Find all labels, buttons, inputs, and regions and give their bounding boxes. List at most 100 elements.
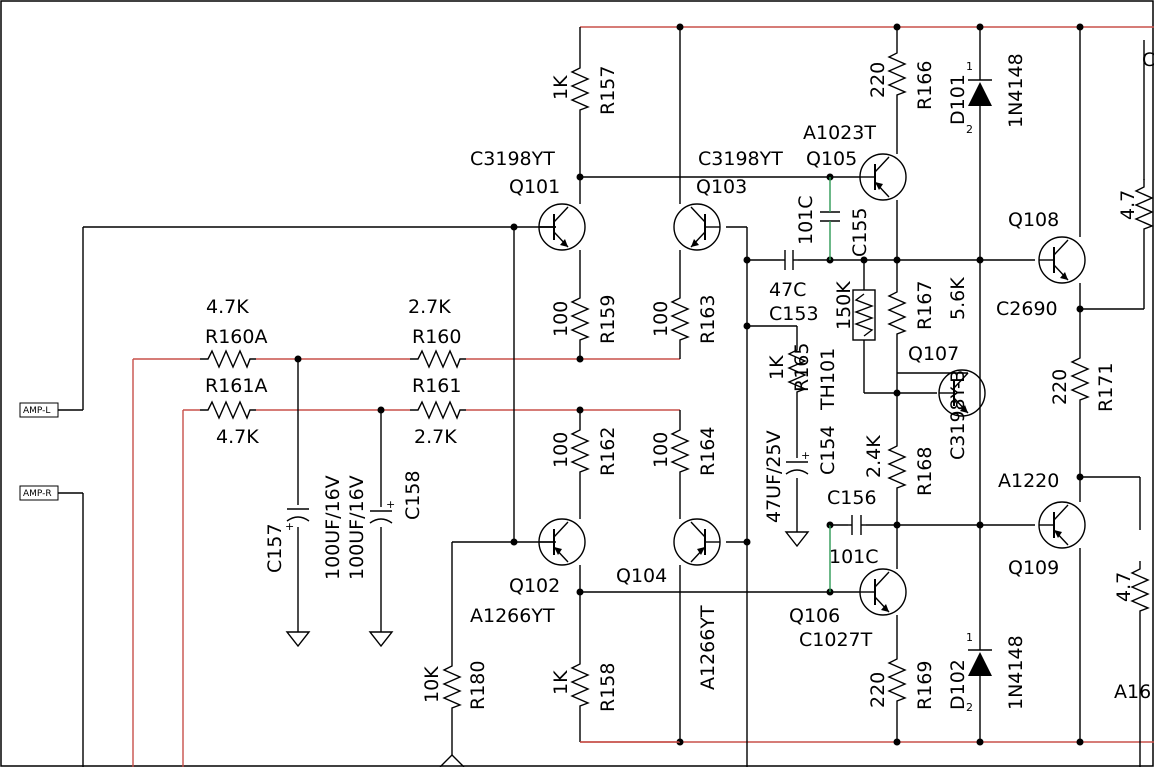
r180-resistor	[443, 657, 461, 715]
r160-resistor	[409, 350, 467, 368]
r161a-ref-label: R161A	[205, 375, 267, 397]
r159-value-label: 100	[550, 301, 572, 337]
d102-part-label: 1N4148	[1005, 635, 1027, 710]
c155-value-label: 101C	[795, 195, 817, 245]
d101-ref-label: D101	[947, 74, 969, 125]
c158-ref-label: C158	[402, 470, 424, 520]
r168-resistor	[888, 437, 906, 495]
c154-capacitor: +	[785, 449, 810, 547]
r161-ref-label: R161	[412, 375, 461, 397]
c158-value-label: 100UF/16V	[346, 475, 368, 580]
r163-ref-label: R163	[697, 295, 719, 344]
r-bot-value-label: 4.7	[1113, 572, 1135, 602]
q101-part-label: C3198YT	[470, 148, 555, 170]
q106-npn-transistor	[859, 568, 907, 616]
q109-ref-label: Q109	[1008, 557, 1059, 579]
horizontal-labels: C3198YT Q101 C3198YT Q103 Q105 A1023T Q1…	[205, 49, 1154, 703]
q109-part-label: A1220	[998, 470, 1059, 492]
vertical-labels: 1K R157 100 R159 100 R163 100 R162 100 R…	[264, 53, 1139, 712]
r169-resistor	[888, 650, 906, 708]
r158-ref-label: R158	[597, 663, 619, 712]
q101-ref-label: Q101	[509, 176, 560, 198]
r158-resistor	[571, 655, 589, 713]
c153-ref-label: C153	[769, 303, 819, 325]
c157-ref-label: C157	[264, 523, 286, 573]
q107-part-label: C3198Y-B	[947, 370, 969, 460]
svg-text:+: +	[386, 498, 395, 511]
svg-text:+: +	[285, 520, 294, 533]
q103-npn-transistor	[673, 203, 721, 251]
r157-resistor	[571, 59, 589, 117]
top-right-edge-label: C	[1142, 49, 1154, 71]
q108-part-label: C2690	[996, 298, 1058, 320]
c153-capacitor	[780, 250, 798, 270]
c158-capacitor: +	[369, 498, 395, 647]
d101-diode	[968, 79, 992, 106]
c156-value-label: 101C	[829, 546, 879, 568]
r169-value-label: 220	[867, 672, 889, 708]
q104-pnp-transistor	[673, 518, 721, 566]
q108-npn-transistor	[1038, 236, 1086, 284]
c157-value-label: 100UF/16V	[322, 475, 344, 580]
d102-pin-1: 1	[966, 631, 973, 644]
r165-value-label: 1K	[766, 355, 788, 380]
r167-resistor	[888, 283, 906, 341]
input-wires	[58, 226, 680, 767]
r167-value-label: 5.6K	[947, 277, 969, 320]
q105-ref-label: Q105	[806, 148, 857, 170]
c154-value-label: 47UF/25V	[763, 430, 785, 523]
d102-diode	[968, 649, 992, 676]
q105-part-label: A1023T	[803, 122, 876, 144]
c156-capacitor	[848, 515, 866, 535]
r164-value-label: 100	[650, 432, 672, 468]
r168-ref-label: R168	[914, 447, 936, 496]
r180-value-label: 10K	[421, 666, 443, 703]
amp-r-label: AMP-R	[23, 489, 52, 499]
r162-resistor	[571, 421, 589, 479]
d101-part-label: 1N4148	[1005, 53, 1027, 128]
amp-r-input-tag: AMP-R	[19, 485, 59, 501]
r157-value-label: 1K	[550, 75, 572, 100]
c157-capacitor: +	[285, 508, 310, 647]
r161a-value-label: 4.7K	[216, 426, 259, 448]
r166-value-label: 220	[867, 62, 889, 98]
r159-ref-label: R159	[597, 295, 619, 344]
q104-ref-label: Q104	[616, 565, 667, 587]
c155-capacitor	[820, 208, 840, 226]
input-stage-wires	[579, 27, 980, 767]
q105-pnp-transistor	[859, 153, 907, 201]
c156-ref-label: C156	[827, 487, 877, 509]
q103-ref-label: Q103	[696, 176, 747, 198]
bottom-right-edge-label: A16	[1114, 681, 1151, 703]
r166-resistor	[888, 44, 906, 102]
q102-ref-label: Q102	[509, 575, 560, 597]
d102-pin-2: 2	[966, 701, 973, 714]
c153-value-label: 47C	[769, 279, 806, 301]
q109-pnp-transistor	[1038, 501, 1086, 549]
r160a-ref-label: R160A	[205, 326, 267, 348]
th101-ref-label: TH101	[817, 348, 839, 411]
r163-resistor	[671, 289, 689, 347]
r161a-resistor	[199, 401, 257, 419]
r171-value-label: 220	[1049, 369, 1071, 405]
amp-l-input-tag: AMP-L	[19, 402, 59, 418]
q107-ref-label: Q107	[908, 343, 959, 365]
diode-pin-labels: 1 2 1 2	[966, 60, 973, 714]
r168-value-label: 2.4K	[863, 435, 885, 478]
ground-symbol	[439, 754, 465, 767]
r158-value-label: 1K	[550, 670, 572, 695]
r162-value-label: 100	[550, 432, 572, 468]
th101-thermistor	[852, 289, 876, 341]
q103-part-label: C3198YT	[698, 148, 783, 170]
r164-ref-label: R164	[697, 427, 719, 476]
q106-part-label: C1027T	[799, 629, 873, 651]
r163-value-label: 100	[650, 301, 672, 337]
r160a-resistor	[199, 350, 257, 368]
r169-ref-label: R169	[914, 661, 936, 710]
d101-pin-2: 2	[966, 123, 973, 136]
r180-ref-label: R180	[467, 661, 489, 710]
q108-ref-label: Q108	[1008, 209, 1059, 231]
r167-ref-label: R167	[914, 281, 936, 330]
r161-value-label: 2.7K	[414, 426, 457, 448]
r157-ref-label: R157	[597, 66, 619, 115]
